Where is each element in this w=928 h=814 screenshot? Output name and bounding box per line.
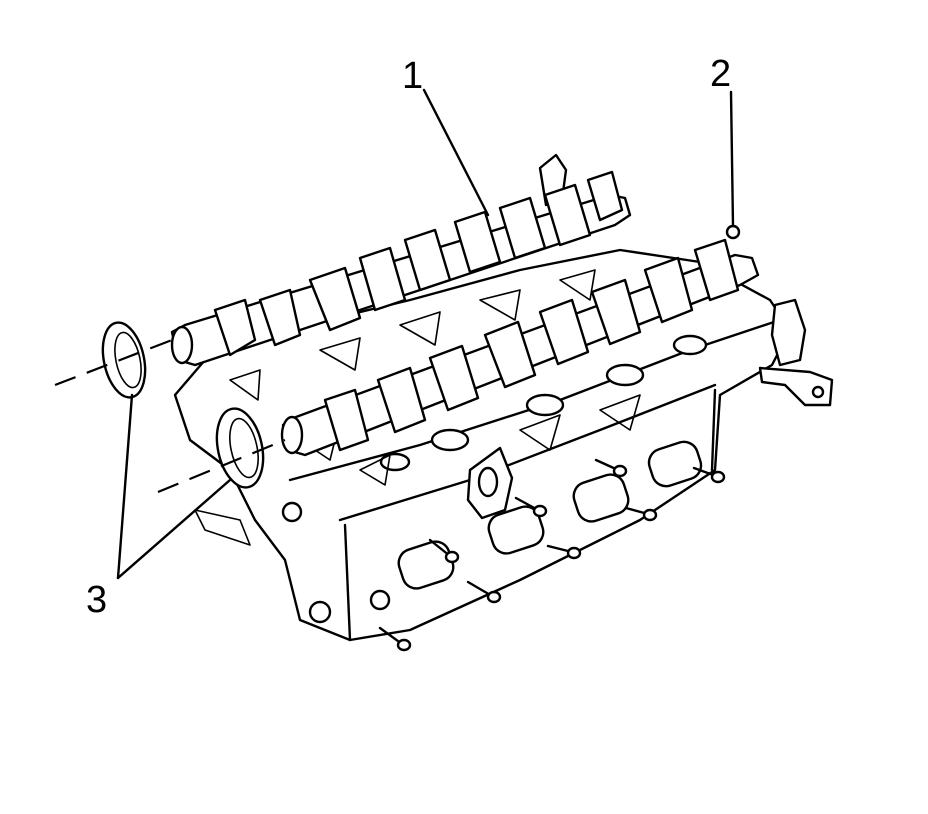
valve-gear	[194, 269, 708, 546]
callout-2: 2	[710, 53, 731, 95]
installation-axes	[54, 338, 286, 494]
leader-lines	[116, 88, 735, 580]
callout-3: 3	[86, 579, 107, 621]
studs	[378, 458, 726, 652]
cam-lobes-rear	[213, 170, 624, 357]
plug	[725, 224, 741, 240]
oil-seals	[101, 321, 265, 489]
callout-1: 1	[402, 55, 423, 97]
camshaft-rear	[170, 170, 632, 367]
cam-lobes-front	[323, 238, 740, 452]
camshaft-front	[280, 224, 760, 457]
